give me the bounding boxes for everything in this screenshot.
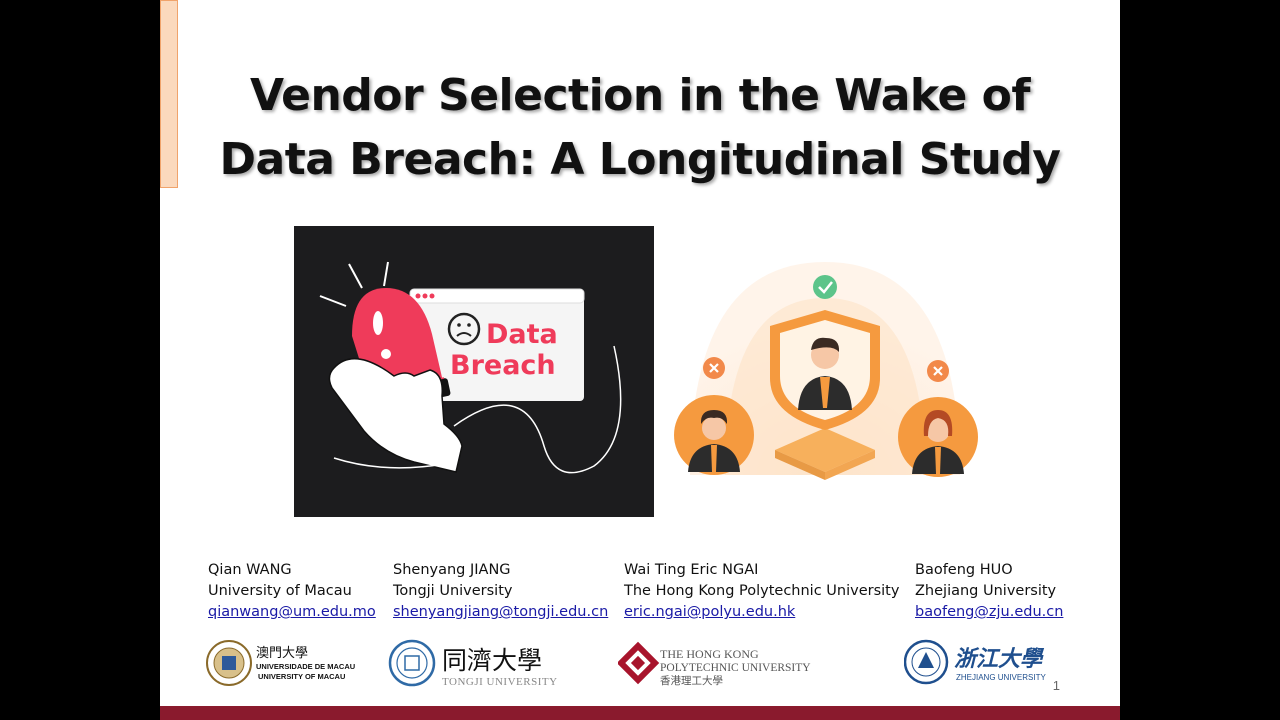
zju-logo-cn: 浙江大學 [954, 646, 1045, 672]
tongji-logo-en: TONGJI UNIVERSITY [442, 676, 558, 688]
data-breach-illustration: Data Breach [294, 226, 654, 517]
author-name: Baofeng HUO [915, 562, 1013, 578]
title-line-2: Data Breach: A Longitudinal Study [219, 134, 1061, 185]
slide-title: Vendor Selection in the Wake of Data Bre… [160, 64, 1120, 192]
author-name: Shenyang JIANG [393, 562, 511, 578]
macau-logo-en: UNIVERSITY OF MACAU [258, 672, 345, 681]
author-eric-ngai: Wai Ting Eric NGAI The Hong Kong Polytec… [624, 560, 899, 623]
university-of-macau-logo: 澳門大學 UNIVERSIDADE DE MACAU UNIVERSITY OF… [206, 636, 356, 690]
zhejiang-university-logo: 浙江大學 ZHEJIANG UNIVERSITY [903, 636, 1064, 690]
macau-logo-cn: 澳門大學 [256, 645, 308, 661]
polyu-logo: THE HONG KONG POLYTECHNIC UNIVERSITY 香港理… [616, 636, 818, 690]
breach-word-breach: Breach [450, 350, 556, 381]
author-email-link[interactable]: baofeng@zju.edu.cn [915, 604, 1064, 620]
author-email-link[interactable]: eric.ngai@polyu.edu.hk [624, 604, 796, 620]
zju-logo-en: ZHEJIANG UNIVERSITY [956, 673, 1046, 682]
author-name: Wai Ting Eric NGAI [624, 562, 759, 578]
author-affiliation: University of Macau [208, 583, 352, 599]
author-name: Qian WANG [208, 562, 292, 578]
author-qian-wang: Qian WANG University of Macau qianwang@u… [208, 560, 376, 623]
vendor-selection-illustration [670, 250, 980, 485]
footer-bar [160, 706, 1120, 720]
polyu-logo-en-line2: POLYTECHNIC UNIVERSITY [660, 662, 811, 674]
author-email-link[interactable]: shenyangjiang@tongji.edu.cn [393, 604, 609, 620]
slide: Vendor Selection in the Wake of Data Bre… [160, 0, 1120, 720]
tongji-logo-cn: 同濟大學 [442, 646, 542, 675]
author-email-link[interactable]: qianwang@um.edu.mo [208, 604, 376, 620]
title-line-1: Vendor Selection in the Wake of [249, 70, 1031, 121]
macau-logo-pt: UNIVERSIDADE DE MACAU [256, 662, 355, 671]
author-affiliation: Zhejiang University [915, 583, 1057, 599]
alarm-hand-icon: Data Breach [319, 261, 622, 474]
vendor-selection-icon [674, 262, 978, 480]
author-affiliation: The Hong Kong Polytechnic University [624, 583, 900, 599]
accent-bar [160, 0, 178, 188]
polyu-logo-cn: 香港理工大學 [660, 674, 723, 687]
tongji-university-logo: 同濟大學 TONGJI UNIVERSITY [388, 636, 568, 690]
breach-word-data: Data [486, 319, 558, 350]
polyu-logo-en-line1: THE HONG KONG [660, 647, 759, 661]
author-baofeng-huo: Baofeng HUO Zhejiang University baofeng@… [915, 560, 1063, 623]
author-affiliation: Tongji University [393, 583, 513, 599]
page-number: 1 [1052, 678, 1060, 693]
author-shenyang-jiang: Shenyang JIANG Tongji University shenyan… [393, 560, 608, 623]
